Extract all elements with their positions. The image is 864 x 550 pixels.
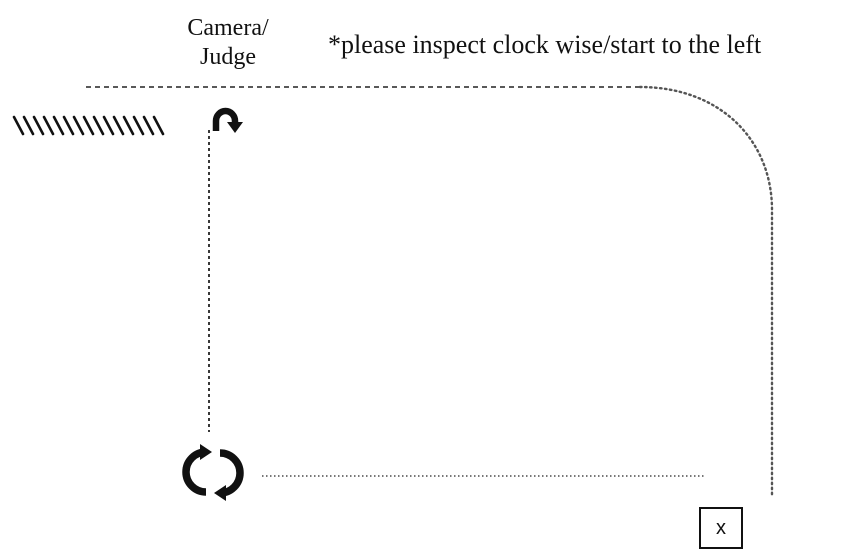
camera-label-line2: Judge bbox=[200, 44, 256, 70]
hatched-wall-icon bbox=[12, 115, 165, 136]
camera-judge-label: Camera/ Judge bbox=[168, 14, 288, 72]
circular-rotate-arrows-icon bbox=[182, 444, 244, 501]
camera-label-line1: Camera/ bbox=[187, 15, 269, 41]
right-dotted-path bbox=[638, 85, 774, 497]
end-marker-box: x bbox=[699, 507, 743, 549]
inspection-instruction: *please inspect clock wise/start to the … bbox=[328, 30, 762, 59]
u-turn-arrow-icon bbox=[212, 107, 243, 133]
